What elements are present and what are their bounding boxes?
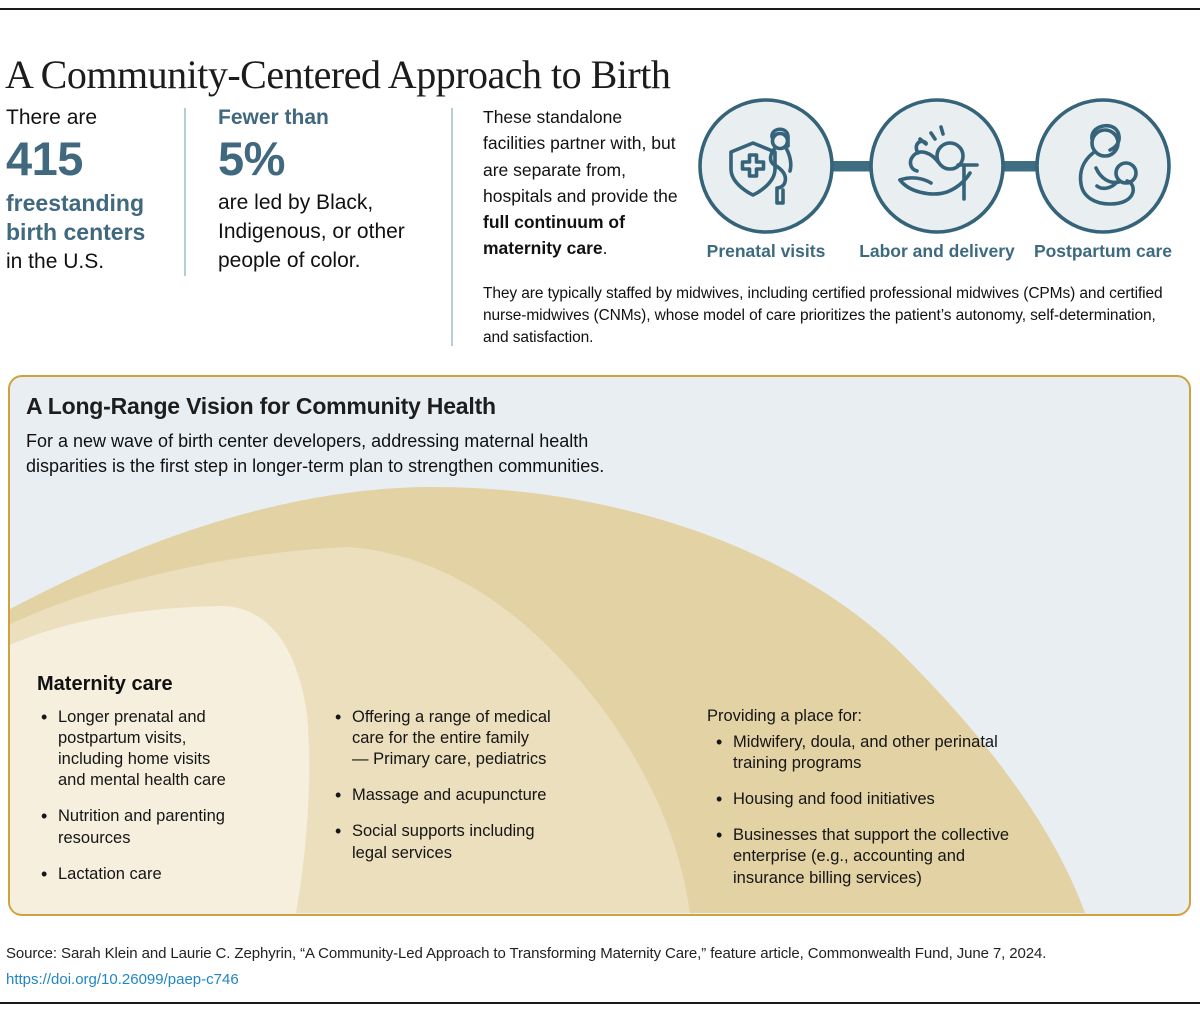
maternity-care-heading: Maternity care [37, 673, 173, 695]
facility-description: These standalone facilities partner with… [483, 104, 689, 262]
stat-birth-centers: There are 415 freestanding birth centers… [6, 106, 178, 274]
list-item: Social supports including legal services [335, 820, 597, 863]
list-item: Midwifery, doula, and other perinatal tr… [716, 731, 1052, 774]
labor-circle [869, 98, 1005, 234]
facility-description-text: These standalone facilities partner with… [483, 107, 678, 206]
list-item: Lactation care [41, 863, 303, 886]
prenatal-visits-label: Prenatal visits [706, 241, 826, 261]
community-services-heading: Providing a place for: [707, 707, 863, 725]
stat2-intro: Fewer than [218, 106, 329, 129]
connector-bar-2 [990, 161, 1070, 172]
vision-title: A Long-Range Vision for Community Health [26, 393, 496, 419]
stat2-value: 5% [218, 132, 285, 185]
list-item: Nutrition and parenting resources [41, 805, 303, 848]
facility-description-end: . [602, 238, 608, 259]
stat1-highlight: freestanding birth centers [6, 190, 146, 246]
care-continuum-band [698, 98, 1171, 234]
facility-description-bold: full continuum of maternity care [483, 212, 625, 259]
family-services-list: Offering a range of medical care for the… [335, 706, 597, 879]
list-item: Businesses that support the collective e… [716, 824, 1052, 888]
vision-box: A Long-Range Vision for Community Health… [8, 375, 1191, 916]
postpartum-care-label: Postpartum care [1033, 241, 1173, 261]
hand-holding-newborn-icon [898, 125, 979, 201]
stat-leadership: Fewer than 5% are led by Black, Indigeno… [218, 106, 433, 276]
community-services-list: Midwifery, doula, and other perinatal tr… [707, 731, 1052, 889]
breastfeeding-icon [1078, 124, 1138, 206]
connector-bar-1 [820, 161, 900, 172]
divider-1 [184, 108, 186, 276]
prenatal-circle [698, 98, 834, 234]
labor-delivery-label: Labor and delivery [859, 241, 1015, 261]
shield-pregnancy-icon [729, 127, 793, 205]
maternity-care-list: Longer prenatal and postpartum visits, i… [41, 706, 303, 900]
list-item: Massage and acupuncture [335, 784, 597, 807]
bottom-rule [0, 1002, 1200, 1004]
stat1-suffix: in the U.S. [6, 249, 105, 273]
postpartum-circle [1035, 98, 1171, 234]
top-rule [0, 8, 1200, 10]
source-citation: Source: Sarah Klein and Laurie C. Zephyr… [6, 945, 1047, 962]
stat1-value: 415 [6, 132, 83, 185]
list-item: Offering a range of medical care for the… [335, 706, 597, 770]
divider-2 [451, 108, 453, 346]
doi-link[interactable]: https://doi.org/10.26099/paep-c746 [6, 971, 239, 988]
community-services-block: Providing a place for: Midwifery, doula,… [707, 707, 1052, 904]
vision-subtitle: For a new wave of birth center developer… [26, 431, 605, 477]
stat1-intro: There are [6, 106, 98, 129]
stat2-text: are led by Black, Indigenous, or other p… [218, 191, 405, 273]
page-title: A Community-Centered Approach to Birth [5, 51, 671, 97]
staffing-note: They are typically staffed by midwives, … [483, 285, 1163, 346]
list-item: Housing and food initiatives [716, 788, 1052, 811]
list-item: Longer prenatal and postpartum visits, i… [41, 706, 303, 791]
